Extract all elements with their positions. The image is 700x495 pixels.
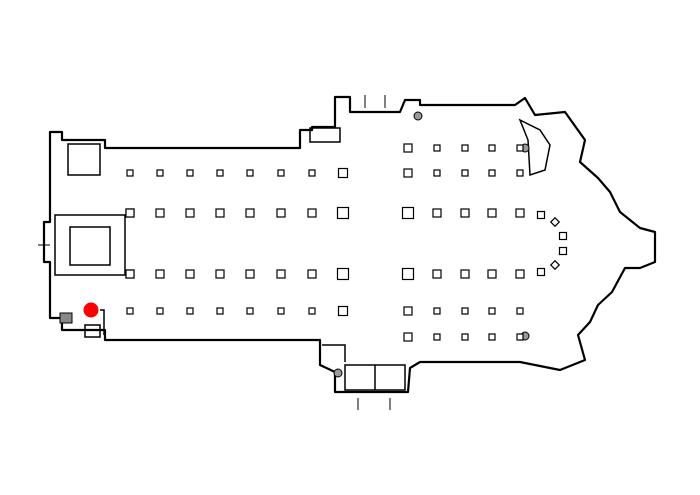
pillar: [433, 144, 441, 152]
pillar: [186, 169, 194, 177]
pillar: [186, 307, 194, 315]
pillar: [245, 208, 255, 218]
pillar: [432, 208, 442, 218]
pillar: [536, 267, 546, 277]
pillar: [156, 169, 164, 177]
location-marker[interactable]: [83, 302, 99, 318]
pillar: [307, 208, 317, 218]
entrance-arrows: [38, 95, 391, 410]
pillar: [337, 305, 349, 317]
pillar: [216, 169, 224, 177]
pillar: [156, 307, 164, 315]
pillar: [246, 169, 254, 177]
pillar: [401, 206, 415, 220]
pillar: [515, 208, 525, 218]
pillars-group: [125, 143, 568, 342]
pillar: [215, 269, 225, 279]
pillar: [515, 269, 525, 279]
pillar: [307, 269, 317, 279]
pillar: [403, 332, 413, 342]
west-tower-block: [69, 226, 111, 266]
pillar: [433, 333, 441, 341]
pillar: [549, 259, 561, 271]
pillar: [403, 168, 413, 178]
pillar: [308, 307, 316, 315]
pillar: [277, 307, 285, 315]
pillar: [549, 216, 561, 228]
pillar: [433, 169, 441, 177]
pillar: [432, 269, 442, 279]
pillar: [276, 208, 286, 218]
pillar: [488, 144, 496, 152]
pillar: [246, 307, 254, 315]
pillar: [516, 169, 524, 177]
pillar: [401, 267, 415, 281]
stair-icon: [333, 368, 343, 378]
pillar: [516, 144, 524, 152]
pillar: [488, 307, 496, 315]
pillar: [461, 169, 469, 177]
pillar: [185, 208, 195, 218]
pillar: [337, 167, 349, 179]
pillar: [460, 208, 470, 218]
pillar: [126, 307, 134, 315]
outer-wall-outline: [42, 95, 657, 394]
pillar: [155, 269, 165, 279]
pillar: [460, 269, 470, 279]
pillar: [433, 307, 441, 315]
pillar: [403, 306, 413, 316]
pillar: [461, 307, 469, 315]
pillar: [245, 269, 255, 279]
pillar: [516, 333, 524, 341]
pillar: [536, 210, 546, 220]
pillar: [276, 269, 286, 279]
stair-icon: [413, 111, 423, 121]
pillar: [461, 333, 469, 341]
pillar: [125, 269, 135, 279]
pillar: [125, 208, 135, 218]
pillar: [487, 269, 497, 279]
pillar: [277, 169, 285, 177]
pillar: [215, 208, 225, 218]
pillar: [487, 208, 497, 218]
pillar: [126, 169, 134, 177]
inner-wall-outline: [54, 118, 551, 391]
pillar: [308, 169, 316, 177]
stair-icon: [59, 312, 73, 324]
pillar: [403, 143, 413, 153]
pillar: [558, 231, 568, 241]
pillar: [461, 144, 469, 152]
pillar: [336, 267, 350, 281]
pillar: [336, 206, 350, 220]
pillar: [488, 333, 496, 341]
pillar: [185, 269, 195, 279]
pillar: [558, 246, 568, 256]
pillar: [216, 307, 224, 315]
pillar: [488, 169, 496, 177]
pillar: [516, 307, 524, 315]
pillar: [155, 208, 165, 218]
